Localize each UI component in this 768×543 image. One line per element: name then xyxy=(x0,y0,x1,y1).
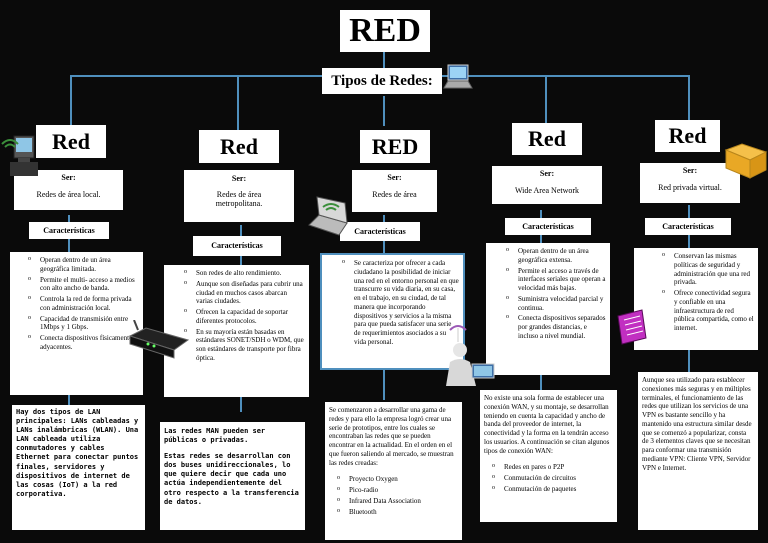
list-item: Conmutación de circuitos xyxy=(492,474,613,483)
connector-col1 xyxy=(70,75,72,125)
col4-char-list: Operan dentro de un área geográfica exte… xyxy=(486,243,610,375)
list-item: Permite el multi- acceso a medios con al… xyxy=(28,276,139,294)
list-item: Infrared Data Association xyxy=(337,497,458,506)
col5-char-label: Características xyxy=(645,218,731,235)
folder-icon xyxy=(722,138,768,180)
list-item: Son redes de alto rendimiento. xyxy=(184,269,305,278)
col3-char-list: Se caracteriza por ofrecer a cada ciudad… xyxy=(320,253,465,370)
col2-char-label: Características xyxy=(193,236,281,256)
col5-heading: Red xyxy=(655,120,720,152)
list-item: Conservan las mismas políticas de seguri… xyxy=(662,252,754,287)
col3-char-label: Características xyxy=(340,222,420,241)
main-title: RED xyxy=(340,10,430,52)
subtitle: Tipos de Redes: xyxy=(322,68,442,94)
connector-col5-note xyxy=(688,350,690,372)
list-item: Conmutación de paquetes xyxy=(492,485,613,494)
list-item: En su mayoría están basadas en estándare… xyxy=(184,328,305,363)
col4-heading: Red xyxy=(512,123,582,155)
list-item: Bluetooth xyxy=(337,508,458,517)
col1-ser-label: Ser: xyxy=(61,173,76,182)
col1-char-label: Características xyxy=(29,222,109,239)
laptop-icon xyxy=(442,62,474,94)
list-item: Aunque son diseñadas para cubrir una ciu… xyxy=(184,280,305,306)
col1-ser-box: Ser: Redes de área local. xyxy=(14,170,123,210)
list-item: Ofrece conectividad segura y confiable e… xyxy=(662,289,754,333)
col3-note: Se comenzaron a desarrollar una gama de … xyxy=(325,402,462,540)
wifi-computer-icon xyxy=(0,130,42,178)
col4-note: No existe una sola forma de establecer u… xyxy=(480,390,617,522)
list-item: Conecta dispositivos físicamente adyacen… xyxy=(28,334,139,352)
list-item: Proyecto Oxygen xyxy=(337,475,458,484)
col4-ser-box: Ser: Wide Area Network xyxy=(492,166,602,204)
col4-ser-value: Wide Area Network xyxy=(514,186,580,195)
connector-col2 xyxy=(237,75,239,130)
list-item: Operan dentro de un área geográfica limi… xyxy=(28,256,139,274)
connector-col4 xyxy=(545,75,547,125)
col5-ser-label: Ser: xyxy=(682,166,698,175)
col1-ser-value: Redes de área local. xyxy=(36,190,101,199)
person-laptop-icon xyxy=(440,320,508,392)
col2-ser-value: Redes de área metropolitana. xyxy=(215,190,263,208)
col2-note-2: Estas redes se desarrollan con dos buses… xyxy=(164,452,299,506)
list-item: Operan dentro de un área geográfica exte… xyxy=(506,247,606,265)
connector-col3-note xyxy=(383,370,385,400)
list-item: Capacidad de transmisión entre 1Mbps y 1… xyxy=(28,315,139,333)
col2-note-1: Las redes MAN pueden ser públicas o priv… xyxy=(164,427,266,445)
col5-note: Aunque sea utilizado para establecer con… xyxy=(638,372,758,530)
col5-char-list: Conservan las mismas políticas de seguri… xyxy=(634,248,758,350)
connector-col4-note xyxy=(540,375,542,390)
list-item: Permite el acceso a través de interfaces… xyxy=(506,267,606,293)
list-item: Suministra velocidad parcial y continua. xyxy=(506,295,606,313)
list-item: Ofrecen la capacidad de soportar diferen… xyxy=(184,308,305,326)
col5-ser-value: Red privada virtual. xyxy=(658,183,722,192)
list-item: Se caracteriza por ofrecer a cada ciudad… xyxy=(342,259,459,347)
list-item: Conecta dispositivos separados por grand… xyxy=(506,314,606,340)
col4-char-label: Características xyxy=(505,218,591,235)
col2-ser-box: Ser: Redes de área metropolitana. xyxy=(184,170,294,222)
col1-heading: Red xyxy=(36,125,106,158)
connector-col1-note xyxy=(68,395,70,407)
connector-subtitle-down xyxy=(383,96,385,126)
list-item: Controla la red de forma privada con adm… xyxy=(28,295,139,313)
col3-heading: RED xyxy=(360,130,430,163)
col3-ser-value: Redes de área xyxy=(372,190,417,199)
router-icon xyxy=(128,319,190,362)
col3-ser-box: Ser: Redes de área xyxy=(352,170,437,212)
col4-ser-label: Ser: xyxy=(539,169,555,178)
col2-ser-label: Ser: xyxy=(231,174,247,183)
list-item: Redes en pares o P2P xyxy=(492,463,613,472)
list-item: Pico-radio xyxy=(337,486,458,495)
col5-ser-box: Ser: Red privada virtual. xyxy=(640,163,740,203)
col1-note: Hay dos tipos de LAN principales: LANs c… xyxy=(12,405,145,530)
col3-ser-label: Ser: xyxy=(387,173,402,182)
connector-title-down xyxy=(383,50,385,68)
wifi-laptop-icon xyxy=(305,195,350,240)
col2-heading: Red xyxy=(199,130,279,163)
col1-char-list: Operan dentro de un área geográfica limi… xyxy=(10,252,143,395)
col2-note: Las redes MAN pueden ser públicas o priv… xyxy=(160,422,305,530)
connector-col2-note xyxy=(240,397,242,412)
connector-col5 xyxy=(688,75,690,120)
col2-char-list: Son redes de alto rendimiento. Aunque so… xyxy=(164,265,309,397)
notebook-icon xyxy=(612,308,650,348)
